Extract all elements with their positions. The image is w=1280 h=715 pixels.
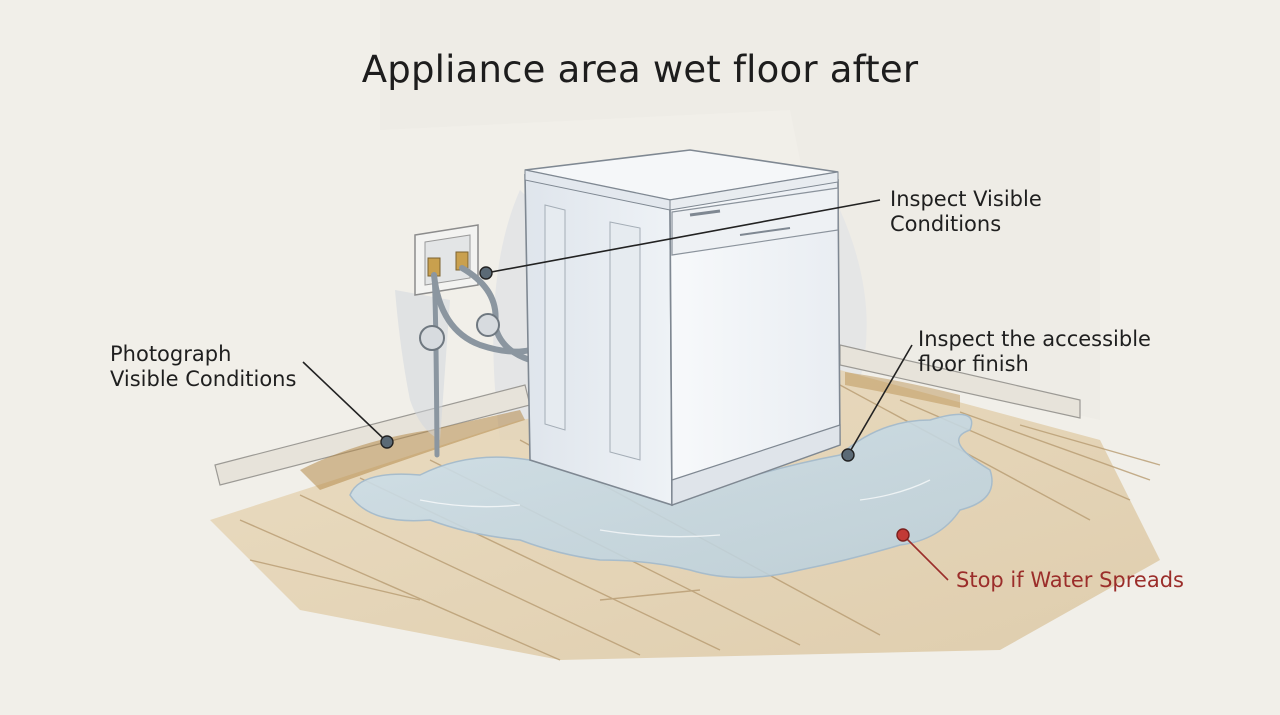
callout-leaders <box>302 199 949 581</box>
water-supply-box <box>414 224 479 296</box>
shutoff-valves <box>419 313 500 351</box>
callout-line: Photograph <box>110 342 232 366</box>
callout-line: Stop if Water Spreads <box>956 568 1184 592</box>
marker-stop-water <box>896 528 910 542</box>
callout-inspect-visible: Inspect Visible Conditions <box>890 187 1042 237</box>
callout-line: Conditions <box>890 212 1002 236</box>
callout-line: Visible Conditions <box>110 367 297 391</box>
callout-line: floor finish <box>918 352 1029 376</box>
marker-photograph <box>380 435 394 449</box>
callout-stop-water: Stop if Water Spreads <box>956 568 1184 593</box>
wall <box>380 0 1100 440</box>
page-title: Appliance area wet floor after <box>361 48 919 91</box>
callout-inspect-floor: Inspect the accessible floor finish <box>918 327 1151 377</box>
marker-inspect-floor <box>841 448 855 462</box>
marker-inspect-visible <box>479 266 493 280</box>
callout-photograph: Photograph Visible Conditions <box>110 342 296 392</box>
callout-line: Inspect Visible <box>890 187 1042 211</box>
appliance <box>524 149 841 507</box>
callout-line: Inspect the accessible <box>918 327 1151 351</box>
